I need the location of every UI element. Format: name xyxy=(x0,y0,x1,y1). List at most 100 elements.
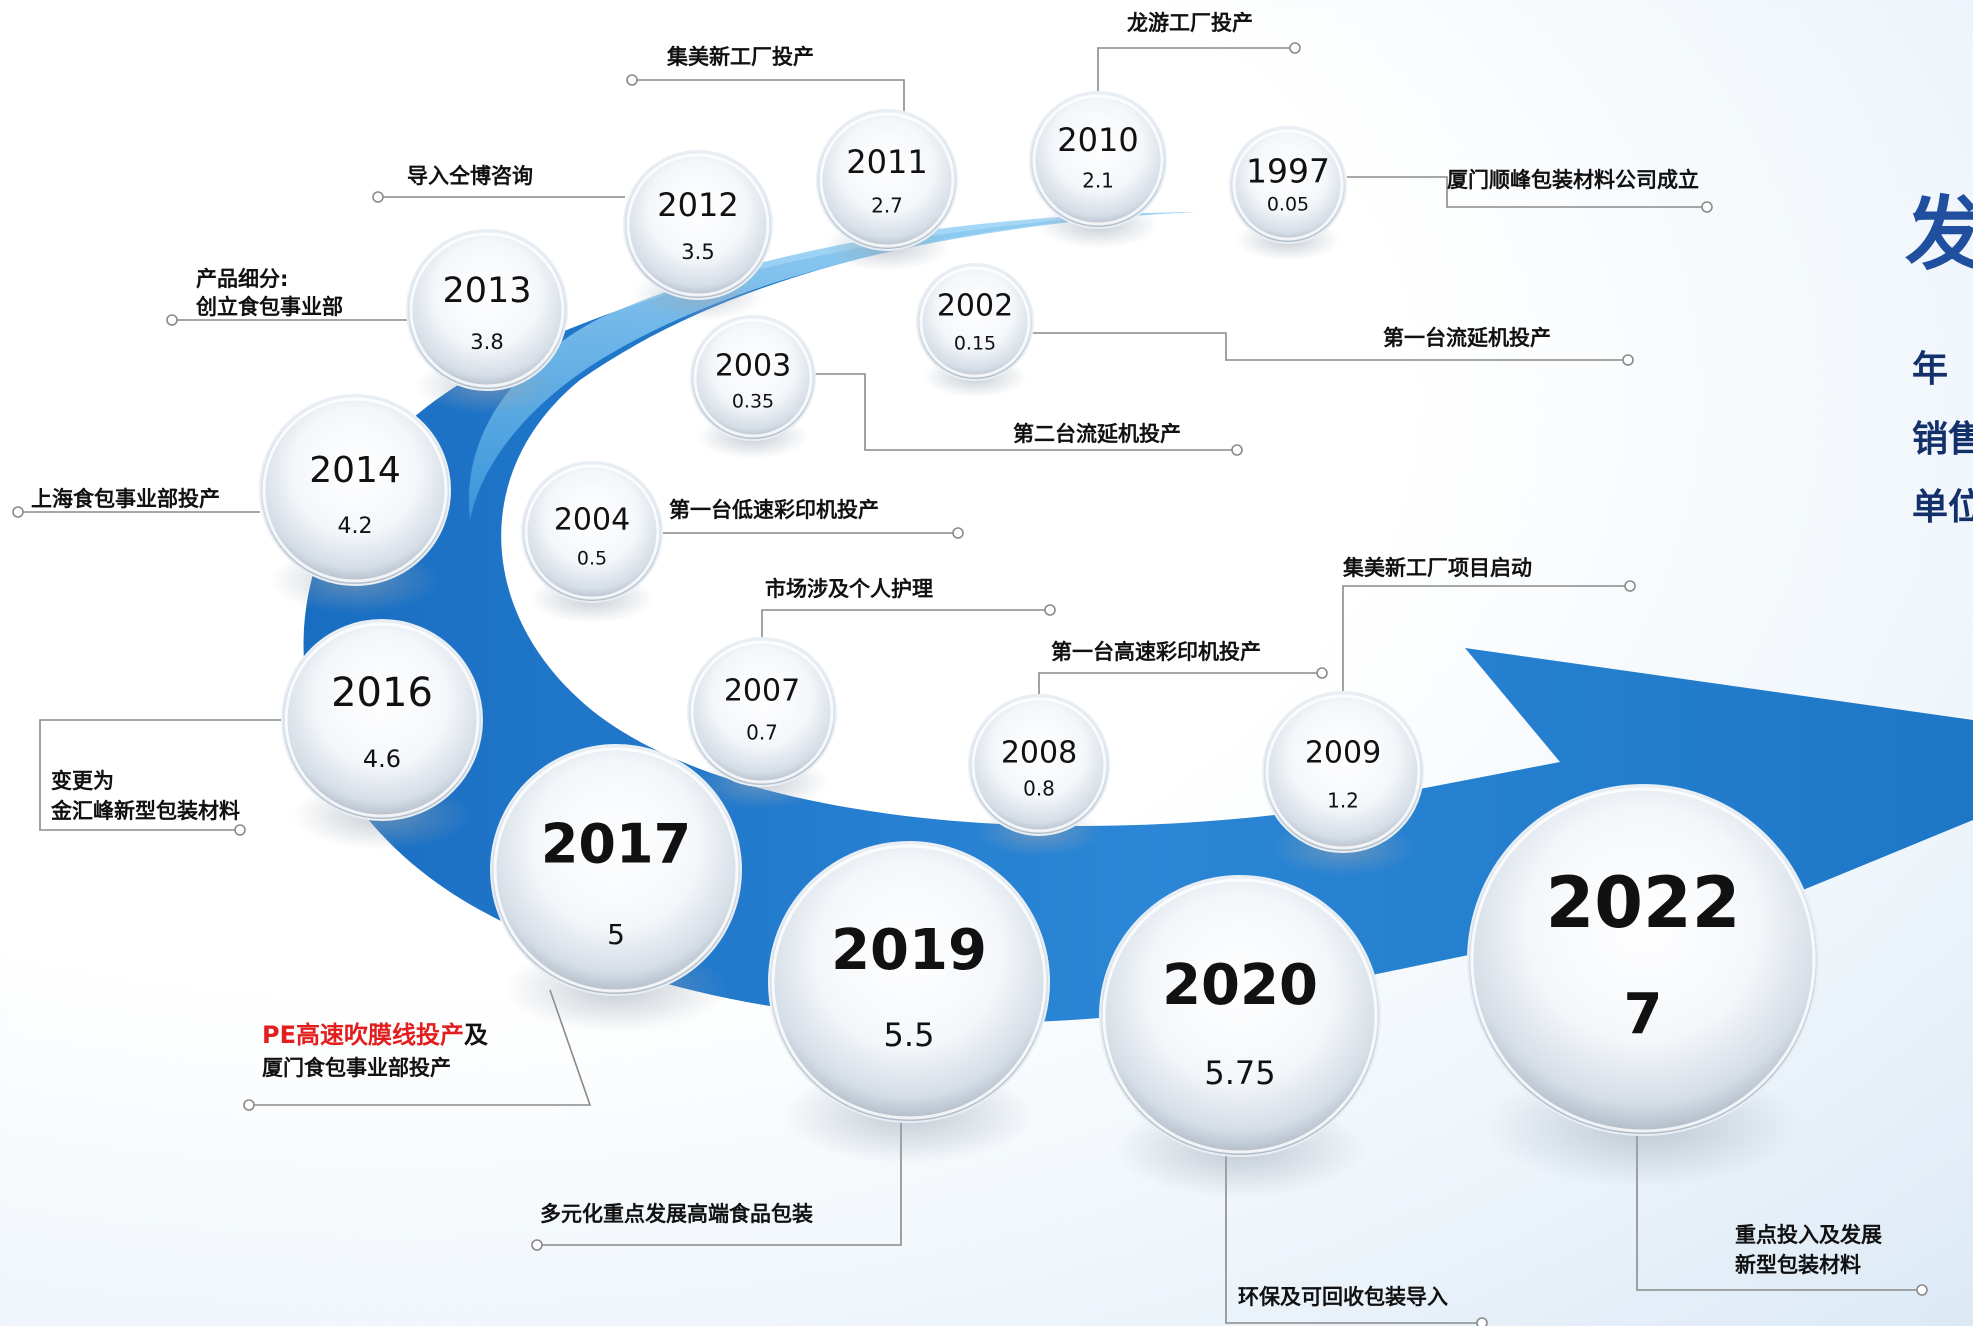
ball-rim xyxy=(1470,787,1816,1133)
milestone-ball-2019: 2019 5.5 xyxy=(768,841,1050,1164)
annotation-2002: 第一台流延机投产 xyxy=(1383,326,1551,350)
milestone-value: 0.7 xyxy=(746,721,778,745)
milestone-year: 2013 xyxy=(442,271,531,311)
milestone-year: 1997 xyxy=(1246,152,1330,191)
connector-dot xyxy=(952,527,964,539)
ball-rim xyxy=(1265,694,1421,850)
ball-sphere xyxy=(1262,691,1424,853)
milestone-value: 7 xyxy=(1624,982,1663,1047)
milestone-value: 5 xyxy=(607,918,625,951)
connector-dot xyxy=(1316,667,1328,679)
milestone-ball-2016: 2016 4.6 xyxy=(281,619,483,850)
ball-rim xyxy=(693,318,813,438)
connector-dot xyxy=(234,824,246,836)
ball-rim xyxy=(819,112,955,248)
milestone-ball-2014: 2014 4.2 xyxy=(259,394,451,614)
connector-dot xyxy=(243,1099,255,1111)
annotation-2008: 第一台高速彩印机投产 xyxy=(1051,640,1261,664)
ball-sphere xyxy=(816,109,958,251)
milestone-value: 0.35 xyxy=(732,391,774,413)
milestone-year: 2009 xyxy=(1305,736,1381,771)
connector-line xyxy=(1038,672,1320,695)
annotation-2020: 环保及可回收包装导入 xyxy=(1238,1285,1448,1309)
milestone-year: 2008 xyxy=(1001,736,1077,771)
milestone-value: 4.6 xyxy=(363,745,401,773)
milestone-year: 2022 xyxy=(1546,862,1741,944)
connector-line xyxy=(39,719,282,831)
connector-line xyxy=(251,989,592,1106)
milestone-value: 0.8 xyxy=(1023,777,1055,801)
milestone-ball-1997: 1997 0.05 xyxy=(1229,126,1347,261)
annotation-2013-line2: 创立食包事业部 xyxy=(196,295,343,319)
ball-rim xyxy=(493,747,739,993)
annotation-2019: 多元化重点发展高端食品包装 xyxy=(540,1202,813,1226)
connector-dot xyxy=(1701,201,1713,213)
annotation-2009: 集美新工厂项目启动 xyxy=(1343,556,1532,580)
milestone-value: 3.5 xyxy=(681,240,714,264)
connector-dot xyxy=(1622,354,1634,366)
connector-dot xyxy=(1624,580,1636,592)
annotation-2013-line1: 产品细分: xyxy=(196,267,289,291)
connector-line xyxy=(815,373,1234,451)
annotation-2012: 导入仝博咨询 xyxy=(407,164,533,188)
annotation-2016-line1: 变更为 xyxy=(51,769,114,793)
connector-dot xyxy=(1476,1317,1488,1326)
milestone-year: 2003 xyxy=(715,349,791,384)
ball-sphere xyxy=(687,637,837,787)
connector-dot xyxy=(1231,444,1243,456)
ball-rim xyxy=(771,844,1047,1120)
connector-dot xyxy=(1044,604,1056,616)
connector-dot xyxy=(166,314,178,326)
milestone-ball-2003: 2003 0.35 xyxy=(690,315,816,459)
side-line-year: 年 xyxy=(1912,349,1949,390)
ball-sphere xyxy=(406,229,568,391)
connector-line xyxy=(1225,1156,1480,1324)
ball-rim xyxy=(690,640,834,784)
milestone-year: 2019 xyxy=(831,918,987,983)
annotation-2007: 市场涉及个人护理 xyxy=(765,577,933,601)
milestone-value: 5.5 xyxy=(884,1016,935,1054)
annotation-2022-line1: 重点投入及发展 xyxy=(1735,1223,1882,1247)
milestone-year: 2012 xyxy=(657,186,738,224)
connector-line xyxy=(1342,585,1628,692)
milestone-value: 0.05 xyxy=(1267,194,1309,216)
side-line-sales: 销售 xyxy=(1912,419,1973,460)
connector-line xyxy=(761,609,1047,638)
milestone-value: 0.5 xyxy=(577,548,607,570)
connector-line xyxy=(1097,47,1292,92)
ball-sphere xyxy=(521,461,663,603)
annotation-2004: 第一台低速彩印机投产 xyxy=(669,498,879,522)
annotation-2017-tail: 及 xyxy=(463,1021,488,1049)
connector-line xyxy=(1347,176,1705,208)
ball-rim xyxy=(626,153,770,297)
ball-rim xyxy=(524,464,660,600)
annotation-2014: 上海食包事业部投产 xyxy=(31,487,220,511)
milestone-year: 2014 xyxy=(309,450,401,491)
milestone-year: 2016 xyxy=(331,670,433,716)
milestone-ball-2022: 2022 7 xyxy=(1467,784,1819,1188)
ball-rim xyxy=(1032,94,1164,226)
ball-rim xyxy=(262,397,448,583)
milestone-value: 5.75 xyxy=(1204,1054,1275,1092)
ball-sphere xyxy=(1099,875,1381,1157)
milestone-value: 4.2 xyxy=(338,514,373,539)
ball-rim xyxy=(919,266,1031,378)
ball-rim xyxy=(284,622,480,818)
milestone-year: 2011 xyxy=(846,143,927,181)
milestone-ball-2012: 2012 3.5 xyxy=(623,150,773,322)
connector-dot xyxy=(626,74,638,86)
connector-line xyxy=(635,79,905,112)
milestone-year: 2002 xyxy=(937,289,1013,324)
annotation-2016-line2: 金汇峰新型包装材料 xyxy=(51,799,240,823)
ball-sphere xyxy=(1029,91,1167,229)
ball-sphere xyxy=(768,841,1050,1123)
connector-dot xyxy=(1916,1284,1928,1296)
ball-sphere xyxy=(916,263,1034,381)
